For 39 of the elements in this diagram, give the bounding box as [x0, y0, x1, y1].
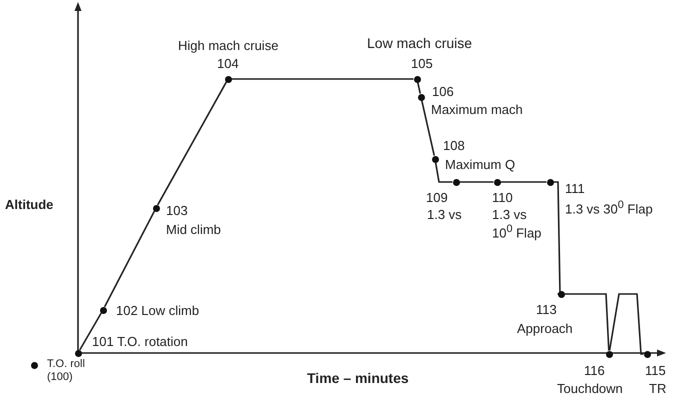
speed-label: 1.3 vs 30$^{0}$ Flap	[565, 198, 653, 216]
profile-line	[608, 293, 644, 355]
point-number: 104	[217, 56, 239, 71]
point-number: 109	[426, 190, 448, 205]
speed-label: 1.3 vs	[427, 207, 462, 222]
phase-label: Touchdown	[557, 381, 623, 396]
profile-line	[79, 312, 102, 350]
profile-line	[554, 181, 561, 295]
point-label: 102 Low climb	[116, 303, 200, 318]
phase-label: Mid climb	[166, 222, 221, 237]
profile-line	[564, 293, 610, 351]
phase-label: TR	[649, 381, 666, 396]
axis-title: Time – minutes	[307, 370, 409, 386]
profile-line	[420, 100, 436, 156]
phase-label: Approach	[517, 321, 573, 336]
profile-line	[232, 78, 414, 80]
axis-title: Altitude	[5, 197, 54, 212]
profile-line	[416, 82, 422, 94]
point-number: 116	[584, 363, 605, 378]
point-number: 106	[432, 84, 454, 99]
profile-line	[157, 82, 227, 206]
profile-line	[434, 162, 452, 183]
profile-line	[500, 181, 546, 183]
phase-label: Maximum mach	[431, 102, 523, 117]
point-number: 113	[536, 302, 557, 317]
point-number: 115	[645, 363, 666, 378]
point-number: 103	[166, 203, 188, 218]
speed-label: 1.3 vs 10$^{0}$ Flap	[492, 207, 542, 240]
profile-line	[104, 210, 156, 308]
phase-label: Low mach cruise	[367, 35, 472, 51]
profile-line	[460, 181, 494, 183]
point-number: 108	[443, 138, 465, 153]
point-label: 101 T.O. rotation	[92, 334, 188, 349]
note-label: T.O. roll (100)	[47, 358, 86, 384]
phase-label: Maximum Q	[445, 157, 516, 172]
point-number: 111	[565, 181, 585, 196]
phase-label: High mach cruise	[178, 38, 278, 53]
point-number: 110	[492, 190, 513, 205]
point-number: 105	[411, 56, 433, 71]
